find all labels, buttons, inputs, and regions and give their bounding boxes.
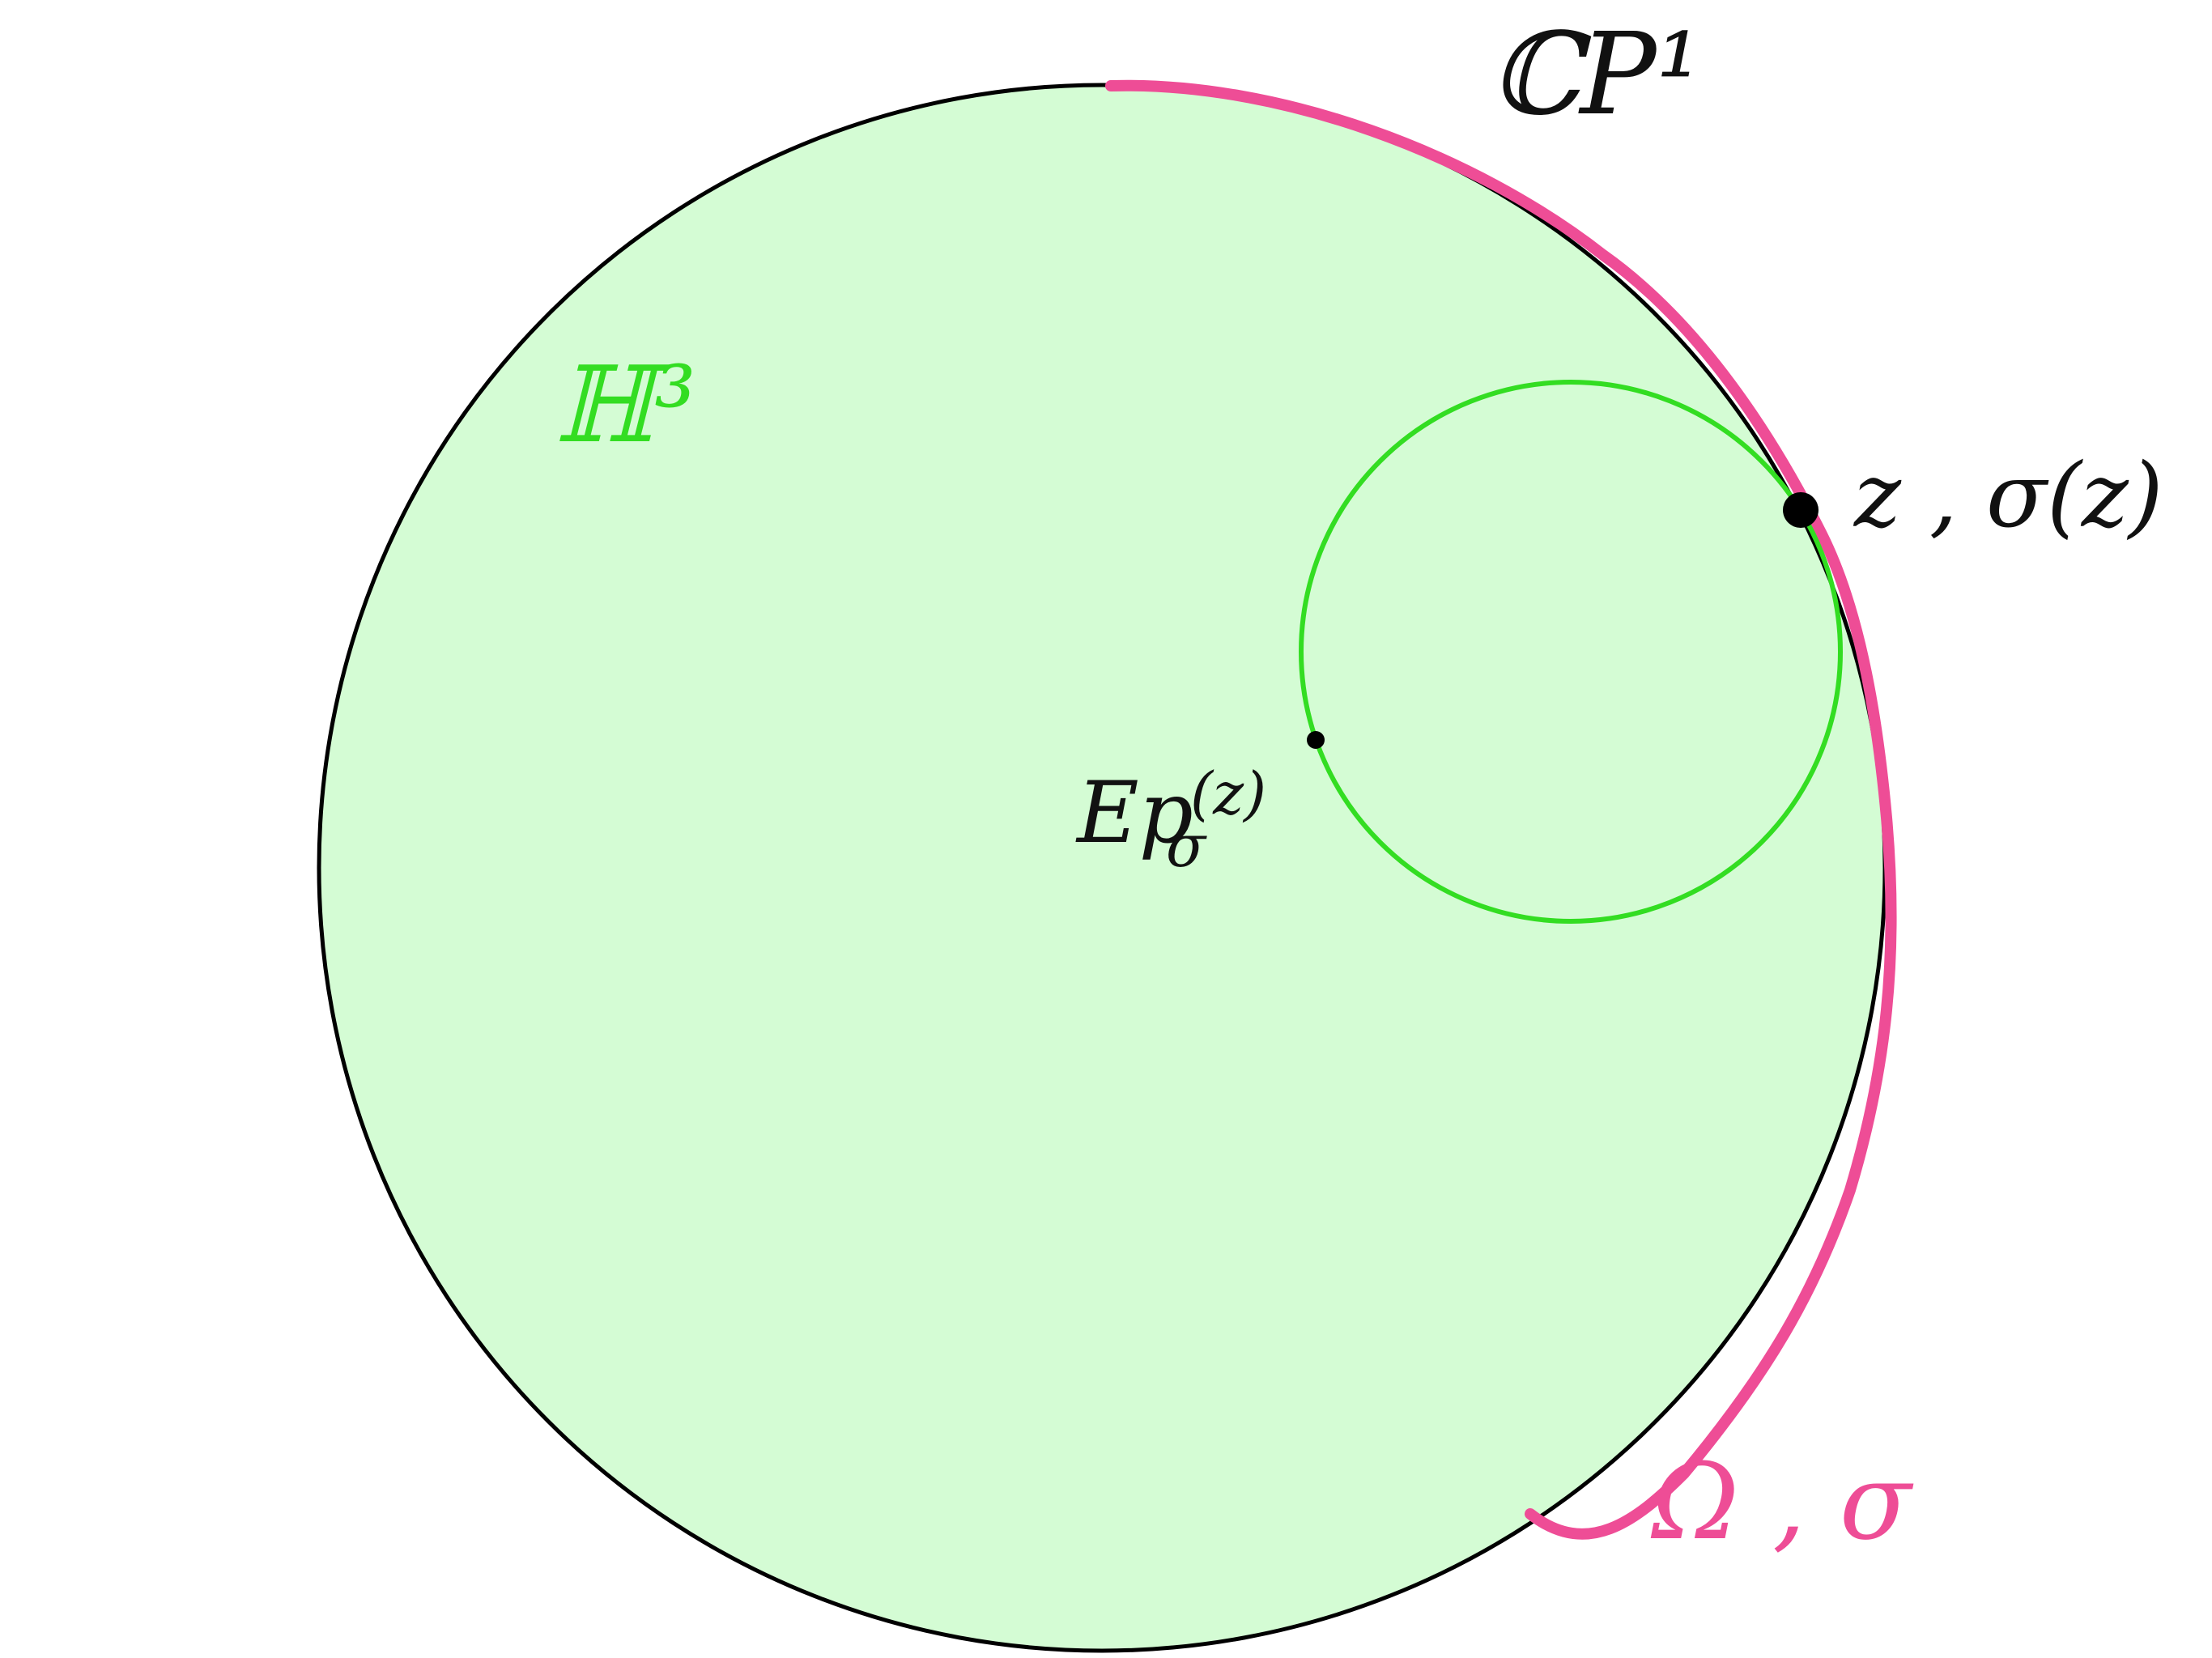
label-epstein-main: Ep (1075, 763, 1193, 862)
domain-arc (1105, 79, 1897, 1540)
label-epstein: Ep (1075, 763, 1193, 862)
label-z-sigma-z: z , σ(z) (1853, 444, 2163, 547)
label-epstein-sub: σ (1166, 812, 1207, 880)
hyperbolic-ball (317, 83, 1887, 1653)
label-h3: ℍ³ (555, 343, 696, 466)
point-z (1783, 492, 1819, 528)
label-epstein-sup: (z) (1190, 759, 1266, 827)
epstein-point (1307, 731, 1325, 749)
label-cp1: ℂP¹ (1490, 9, 1702, 141)
horosphere (1299, 380, 1843, 924)
label-omega-sigma: Ω , σ (1650, 1440, 1914, 1563)
